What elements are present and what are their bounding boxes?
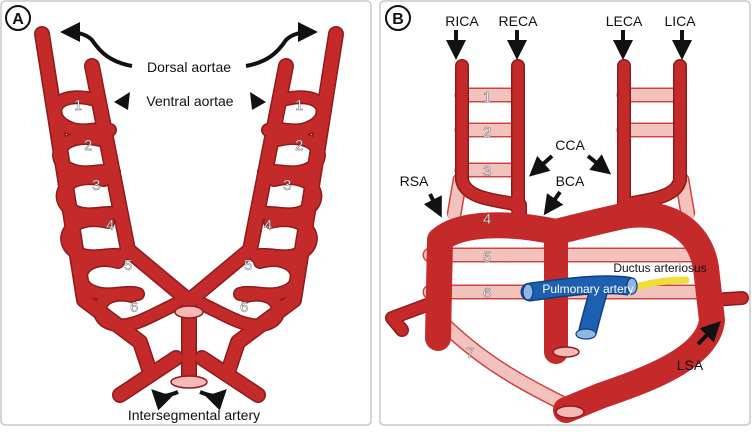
right-arch-number-6: 6: [240, 299, 248, 316]
aorta-outlet-opening: [170, 375, 208, 389]
panel-b-arch-number-3: 3: [483, 163, 491, 180]
panel-b-letter: B: [392, 11, 404, 28]
intersegmental-left-arrow: [151, 389, 179, 411]
panel-b: B: [379, 0, 751, 426]
panel-a: A: [0, 0, 372, 426]
left-arch-number-1: 1: [74, 97, 82, 114]
intersegmental-right-arrow: [199, 389, 227, 411]
descending-aorta-opening: [555, 405, 585, 419]
panel-b-letter-badge: B: [385, 5, 411, 31]
left-arch-number-5: 5: [124, 257, 132, 274]
panel-b-arch-number-5: 5: [483, 249, 491, 266]
leca-label: LECA: [606, 13, 643, 29]
reca-label: RECA: [499, 13, 539, 29]
lica-label: LICA: [664, 13, 696, 29]
cca-left-arrow: [586, 154, 612, 175]
dorsal-aortae-label: Dorsal aortae: [147, 59, 231, 75]
ventral-aorta-right-arrowhead: [250, 92, 266, 110]
panel-a-vessels: [34, 26, 344, 403]
regressed-arch-7: [434, 314, 566, 408]
ventral-aorta-left-arrowhead: [114, 92, 130, 110]
panel-b-arch-number-2: 2: [483, 124, 491, 141]
dorsal-aorta-right-arrow: [245, 22, 318, 68]
pulmonary-artery-label: Pulmonary artery: [542, 282, 633, 296]
panel-b-arch-number-6: 6: [483, 285, 491, 302]
panel-a-letter: A: [12, 11, 24, 28]
right-arch-number-5: 5: [244, 257, 252, 274]
ventral-aortae-label: Ventral aortae: [146, 93, 233, 109]
panel-a-arch-numbers: 1 2 3 4 5 6 1 2 3 4 5 6: [74, 97, 304, 316]
bca-label: BCA: [556, 173, 585, 189]
left-arch-number-3: 3: [92, 177, 100, 194]
right-arch-number-2: 2: [295, 137, 303, 154]
panel-b-arch-numbers: 1 2 3 4 5 6 7: [466, 89, 492, 362]
cca-label: CCA: [555, 137, 585, 153]
right-arch-number-3: 3: [283, 177, 291, 194]
aortic-sac-opening: [174, 305, 204, 319]
dorsal-aorta-left-arrow: [60, 22, 133, 68]
panel-b-arch-number-4: 4: [483, 211, 491, 228]
panel-b-frame: [379, 0, 751, 426]
ascending-aorta-opening: [552, 346, 580, 358]
right-arch-number-4: 4: [264, 217, 272, 234]
panel-b-arch-number-7: 7: [466, 345, 474, 362]
panel-b-top-arrows: [446, 30, 692, 60]
lsa-label: LSA: [677, 357, 704, 373]
panel-a-letter-badge: A: [5, 5, 31, 31]
rsa-label: RSA: [400, 173, 429, 189]
intersegmental-artery-label: Intersegmental artery: [128, 407, 260, 423]
rsa-arrow: [423, 193, 442, 218]
panel-b-vessels: [385, 59, 749, 423]
ductus-arteriosus-label: Ductus arteriosus: [613, 261, 706, 275]
cca-right-arrow: [529, 154, 554, 177]
lsa-arrow: [696, 321, 721, 346]
left-arch-number-2: 2: [84, 137, 92, 154]
right-arch-number-1: 1: [295, 97, 303, 114]
left-arch-number-6: 6: [130, 299, 138, 316]
bca-arrow: [543, 190, 564, 216]
panel-b-arch-number-1: 1: [483, 89, 491, 106]
pulmonary-artery: [520, 275, 638, 340]
rica-label: RICA: [445, 13, 479, 29]
left-arch-number-4: 4: [106, 217, 114, 234]
